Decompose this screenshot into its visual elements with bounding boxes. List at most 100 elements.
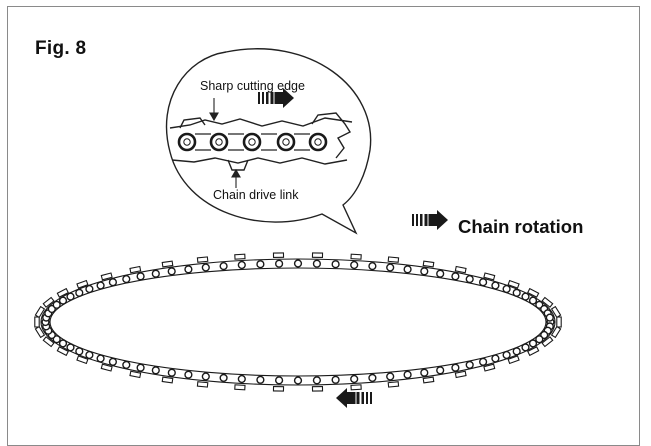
chain-rivet — [122, 275, 131, 284]
zoom-rivet-pin — [314, 138, 322, 146]
chain-cutter-tooth — [56, 346, 69, 357]
chain-rivet — [502, 284, 511, 294]
chain-rivet — [368, 262, 377, 271]
callout-arrow-stripe — [258, 92, 260, 104]
chain-rivet — [350, 260, 359, 270]
chain-cutter-tooth — [527, 287, 540, 298]
rotation-arrow-head — [437, 210, 448, 230]
zoom-rivet-pin — [282, 138, 290, 146]
chain-cutter-tooth — [42, 336, 55, 348]
bottom-arrow-stripe — [366, 392, 368, 404]
chain-rivet — [420, 368, 429, 377]
chain-rivet — [436, 269, 445, 278]
chain-cutter-tooth — [454, 265, 467, 274]
chain-rivet — [331, 375, 340, 384]
chain-cutter-tooth — [550, 325, 562, 339]
bottom-arrow-stripe — [370, 392, 372, 404]
striped-left-arrow-icon — [336, 388, 372, 408]
chain-cutter-tooth — [507, 279, 520, 289]
chain-cutter-tooth — [76, 279, 89, 289]
callout-arrow-stripe — [270, 92, 274, 104]
chain-rivet — [85, 350, 94, 360]
sharp-cutting-edge-label: Sharp cutting edge — [200, 79, 305, 93]
chain-cutter-tooth — [161, 376, 174, 384]
chain-rivet — [368, 373, 377, 383]
chain-rivet — [66, 343, 75, 352]
chain-rivet — [58, 296, 68, 305]
chain-rivet — [386, 372, 395, 381]
chain-rivet — [256, 260, 265, 269]
chain-cutter-tooth — [272, 385, 285, 392]
chain-cutter-tooth — [161, 260, 174, 268]
chain-rivet — [136, 272, 145, 281]
rotation-arrow-stripe — [412, 214, 414, 226]
chain-cutter-tooth — [311, 385, 324, 392]
chain-rivet — [201, 263, 210, 272]
chain-cutter-tooth — [34, 316, 40, 328]
chain-cutter-tooth — [234, 384, 246, 391]
rotation-arrow-stripe — [420, 214, 423, 226]
chain-rivet — [512, 288, 521, 297]
chain-rivet — [184, 265, 193, 274]
callout-arrow-head — [283, 88, 294, 108]
chain-cutter-tooth — [541, 296, 554, 308]
chain-cutter-tooth — [34, 325, 46, 339]
chain-rivet — [75, 347, 84, 356]
chain-rivet — [237, 260, 246, 270]
chain-rivets — [177, 132, 328, 152]
chain-rivet — [420, 267, 429, 276]
chain-cutter-tooth — [483, 272, 496, 281]
chain-rivet — [151, 269, 160, 278]
chain-rivet — [312, 259, 322, 268]
chain-rivet — [275, 376, 284, 385]
chain-rivet — [151, 366, 160, 375]
figure-canvas: Fig. 8 Sharp cutting edge Chain drive li… — [7, 6, 640, 446]
chain-rivet — [108, 357, 118, 366]
bottom-arrow-shaft — [346, 392, 356, 404]
callout-arrow-shaft — [274, 92, 284, 104]
chain-rivet — [491, 354, 500, 363]
chain-rivet — [545, 313, 554, 322]
chain-cutter-tooth — [196, 381, 209, 388]
chain-rivet — [521, 343, 530, 352]
chain-rivet — [75, 288, 84, 297]
chain-cutter-tooth — [550, 305, 562, 319]
magnifier-bubble — [165, 48, 372, 235]
chain-cutter-tooth — [350, 384, 362, 391]
chain-rivet — [535, 335, 544, 344]
cutter-tooth-2 — [311, 112, 352, 159]
chain-cutter-tooth — [422, 260, 435, 268]
sharp-edge-pointer — [209, 98, 219, 122]
chain-cutter-tooth — [76, 355, 89, 365]
chain-rivet — [58, 339, 68, 348]
striped-right-arrow-icon — [258, 88, 294, 108]
callout-arrow-stripe — [266, 92, 269, 104]
chain-rivet — [293, 376, 303, 385]
chain-rivet — [491, 281, 500, 290]
chain-rivet — [386, 263, 395, 272]
zoomed-chain-detail — [169, 112, 353, 171]
chain-rivet — [52, 300, 61, 309]
chain-cutter-tooth — [34, 305, 46, 319]
chain-cutter-tooth — [507, 355, 520, 365]
chain-rivet — [403, 265, 412, 274]
chain-rivet — [293, 259, 303, 268]
figure-title: Fig. 8 — [35, 38, 87, 59]
chain-rivet — [312, 376, 322, 385]
cutter-tooth-1 — [179, 117, 206, 129]
chain-rivet — [256, 375, 265, 384]
chain-rivet — [479, 278, 488, 287]
rotation-arrow-shaft — [428, 214, 438, 226]
chain-cutter-tooth — [387, 256, 400, 263]
chain-rivet — [167, 368, 176, 377]
chain-rivet — [108, 278, 118, 287]
chain-rivet — [436, 366, 445, 375]
striped-right-arrow-icon — [412, 210, 448, 230]
drive-link-tang — [227, 159, 249, 171]
chain-rivet — [331, 260, 340, 269]
chain-rivet — [528, 296, 538, 305]
chain-rivet — [479, 357, 488, 366]
chain-rivet — [350, 374, 359, 384]
chain-rivet — [275, 259, 284, 268]
chain-rivet — [219, 262, 228, 271]
